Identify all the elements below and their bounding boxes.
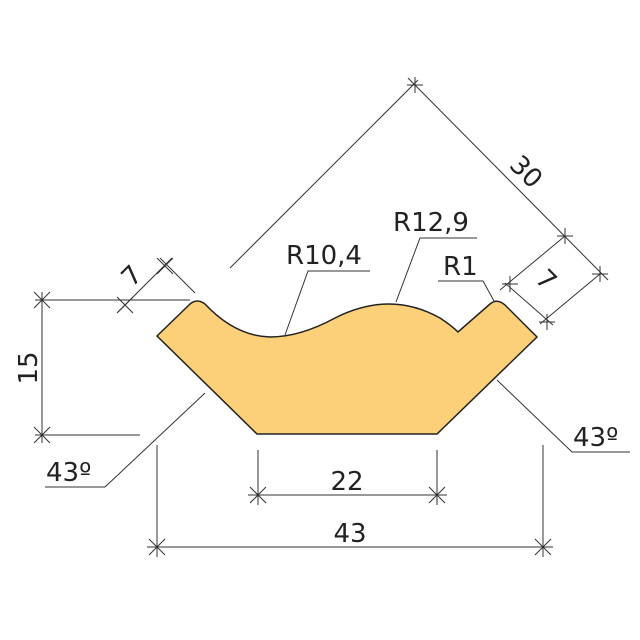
dim-overall-width: 43	[147, 445, 553, 557]
diagonal-label: 30	[503, 150, 548, 195]
right-width-label: 7	[529, 264, 562, 297]
angle-right: 43º	[496, 379, 630, 453]
dim-bottom-width: 22	[248, 450, 447, 505]
angle-right-label: 43º	[573, 423, 618, 453]
bottom-width-label: 22	[330, 467, 363, 497]
radius-tip-label: R1	[443, 252, 478, 282]
overall-width-label: 43	[333, 519, 366, 549]
profile-shape	[155, 300, 539, 435]
angle-left-label: 43º	[46, 458, 91, 488]
dim-height: 15	[14, 291, 190, 444]
radius-crest: R12,9	[393, 208, 477, 303]
dim-top-left-width: 7	[116, 257, 196, 314]
top-left-width-label: 7	[116, 260, 149, 293]
radius-tip: R1	[438, 252, 495, 302]
radius-crest-label: R12,9	[393, 208, 469, 238]
radius-valley: R10,4	[284, 241, 370, 336]
height-label: 15	[14, 351, 44, 384]
radius-valley-label: R10,4	[286, 241, 362, 271]
angle-left: 43º	[45, 392, 206, 488]
